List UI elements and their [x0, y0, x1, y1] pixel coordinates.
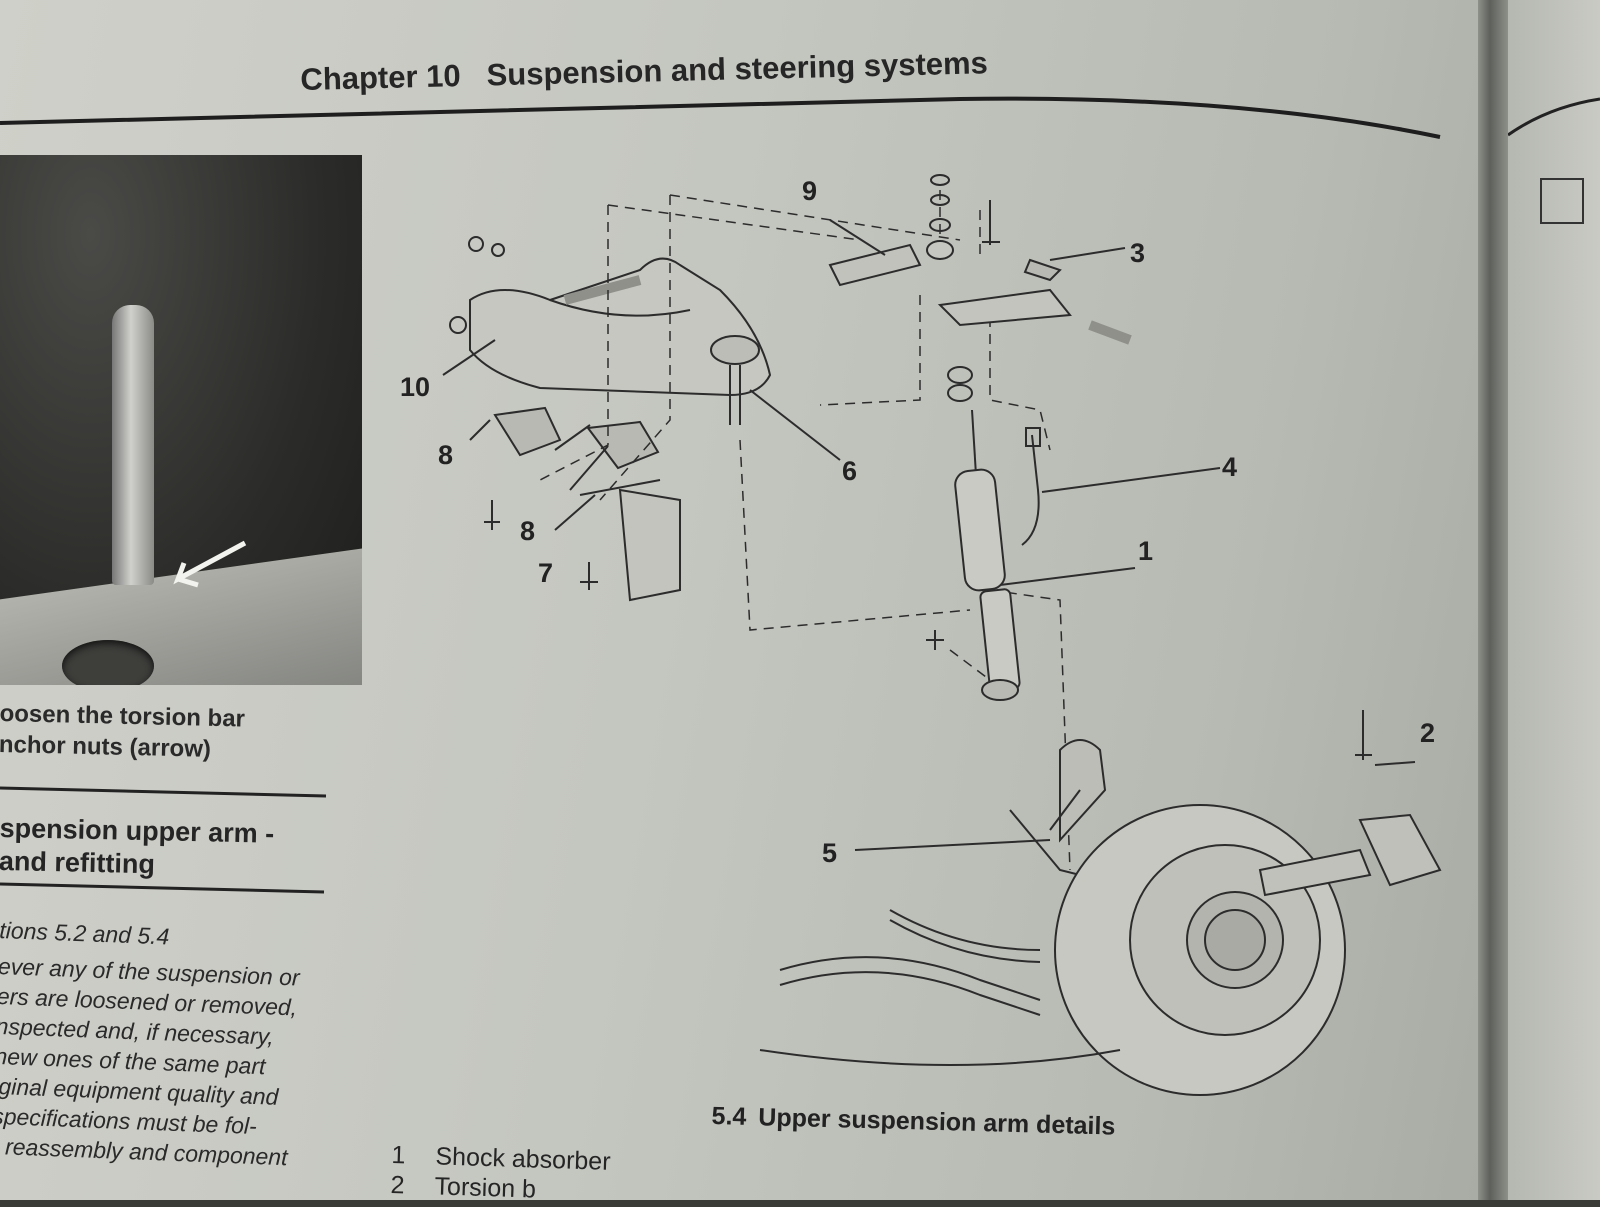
- callout-8a: 8: [438, 440, 453, 470]
- callout-3: 3: [1130, 238, 1145, 268]
- body-text: tions 5.2 and 5.4 ever any of the suspen…: [0, 916, 301, 1171]
- photo-caption: oosen the torsion bar nchor nuts (arrow): [0, 699, 246, 763]
- callout-4: 4: [1222, 452, 1237, 482]
- callout-2: 2: [1420, 718, 1435, 748]
- chapter-title: Suspension and steering systems: [486, 45, 989, 93]
- chapter-label: Chapter 10: [300, 58, 462, 97]
- callout-5: 5: [822, 838, 837, 868]
- arrow-icon: [173, 540, 247, 588]
- section-rule-bottom: [0, 882, 325, 894]
- header-rule: [0, 96, 1441, 139]
- book-gutter: [1478, 0, 1508, 1200]
- page-header: Chapter 10 Suspension and steering system…: [300, 45, 988, 98]
- callout-1: 1: [1138, 536, 1153, 566]
- adjacent-page: [1508, 0, 1600, 1200]
- section-heading: spension upper arm - and refitting: [0, 812, 275, 880]
- adjacent-page-rule: [1508, 97, 1600, 137]
- shock-absorber: [954, 468, 1006, 592]
- callout-6: 6: [842, 456, 857, 486]
- callout-9: 9: [802, 176, 817, 206]
- section-rule-top: [0, 786, 327, 798]
- adjacent-page-box: [1540, 178, 1584, 224]
- callout-8b: 8: [520, 516, 535, 546]
- upper-arm: [469, 257, 772, 397]
- torsion-bar-photo: [0, 155, 362, 685]
- manual-page: Chapter 10 Suspension and steering system…: [0, 0, 1478, 1204]
- callout-7: 7: [538, 558, 553, 588]
- suspension-diagram: 1 2 3 4 5 6 7 8 8 9 10: [400, 174, 1442, 1096]
- callout-10: 10: [400, 372, 430, 402]
- figure-number: 5.4: [711, 1102, 747, 1131]
